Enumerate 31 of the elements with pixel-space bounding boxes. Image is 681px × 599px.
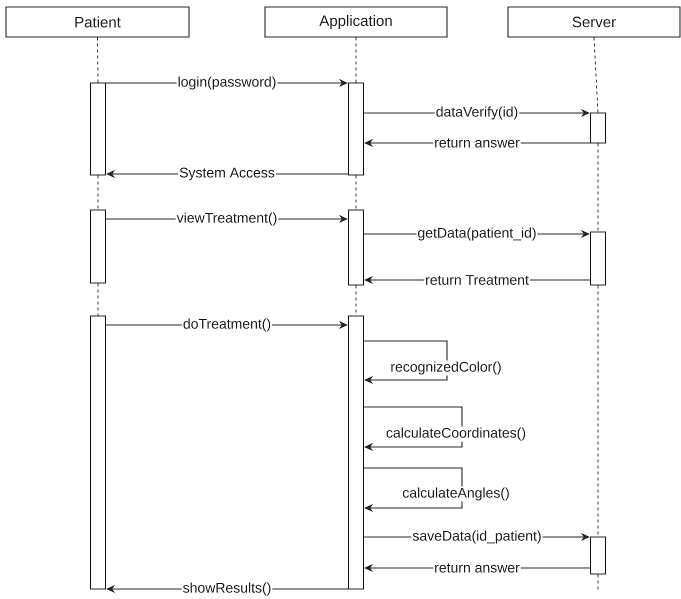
edge-label: recognizedColor() — [389, 360, 503, 376]
activation-bar — [90, 209, 106, 284]
edge-label: viewTreatment() — [176, 211, 278, 227]
participant-box: Patient — [5, 6, 190, 38]
edge-label: dataVerify(id) — [434, 105, 520, 121]
edge-label: return answer — [433, 562, 521, 574]
activation-bar — [90, 315, 106, 590]
edge-label: getData(patient_id) — [416, 226, 538, 242]
edge-label: showResults() — [182, 581, 272, 596]
activation-bar — [590, 536, 606, 575]
self-message-arrow — [364, 467, 463, 512]
self-message-arrow — [364, 340, 448, 384]
edge-label: saveData(id_patient) — [411, 529, 543, 545]
activation-bar — [590, 231, 606, 286]
edge-label: login(password) — [176, 75, 278, 91]
lifeline — [594, 37, 598, 113]
participant-box: Application — [264, 6, 448, 38]
edge-label: doTreatment() — [182, 317, 272, 333]
edge-label: calculateAngles() — [401, 486, 511, 502]
lifeline — [97, 37, 98, 83]
edge-label: return answer — [433, 137, 521, 149]
edge-label: System Access — [178, 166, 276, 182]
self-message-arrow — [364, 406, 463, 452]
participant-box: Server — [507, 6, 681, 38]
activation-bar — [90, 82, 106, 176]
activation-bar — [348, 82, 364, 176]
activation-bar — [348, 209, 364, 286]
edge-label: calculateCoordinates() — [384, 426, 528, 442]
activation-bar — [590, 112, 606, 144]
edge-label: return Treatment — [424, 274, 530, 286]
activation-bar — [348, 315, 364, 590]
